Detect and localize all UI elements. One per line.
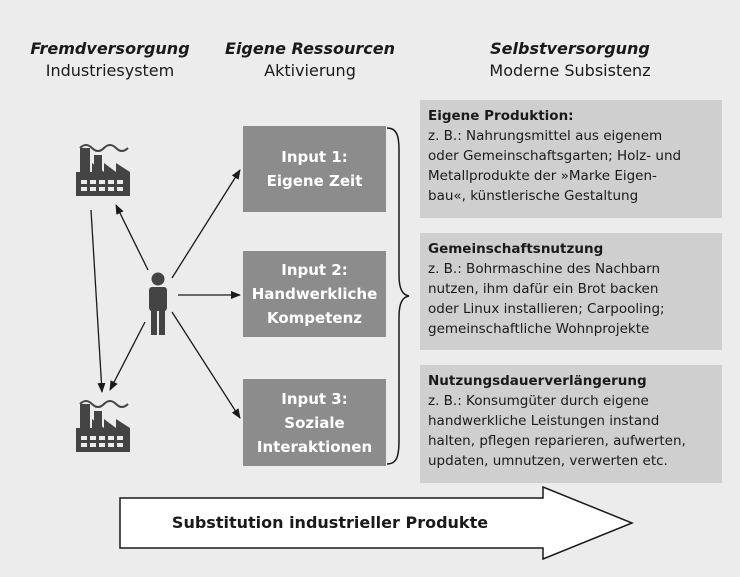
outcome-line: bau«, künstlerische Gestaltung (428, 188, 639, 204)
arrow-factory-down (90, 209, 106, 393)
outcome-line: Metallprodukte der »Marke Eigen- (428, 168, 657, 184)
heading-subtitle: Industriesystem (45, 61, 175, 80)
outcome-title: Nutzungsdauerverlängerung (428, 373, 647, 389)
outcome-line: handwerkliche Leistungen instand (428, 413, 660, 429)
outcome-line: gemeinschaftliche Wohnprojekte (428, 321, 650, 337)
heading-title: Selbstversorgung (490, 39, 650, 58)
input-text: Eigene Zeit (266, 172, 363, 190)
input-box-eigene-zeit: Input 1: Eigene Zeit (243, 126, 386, 212)
input-label: Input 1: (281, 148, 348, 166)
outcome-line: nutzen, ihm dafür ein Brot backen (428, 281, 659, 297)
heading-subtitle: Aktivierung (264, 61, 356, 80)
arrow-to-input-3 (171, 311, 241, 419)
heading-title: Eigene Ressourcen (225, 39, 395, 58)
arrow-person-to-top-factory (115, 204, 149, 271)
factory-icon (76, 144, 130, 196)
input-label: Input 2: (281, 261, 348, 279)
person-icon (149, 272, 167, 335)
heading-fremdversorgung: Fremdversorgung Industriesystem (20, 38, 200, 82)
heading-subtitle: Moderne Subsistenz (489, 61, 651, 80)
substitution-arrow-label: Substitution industrieller Produkte (171, 513, 489, 532)
outcome-line: oder Gemeinschaftsgarten; Holz- und (428, 148, 682, 164)
outcome-line: halten, pflegen reparieren, aufwerten, (428, 433, 686, 449)
input-label: Input 3: (281, 389, 348, 408)
outcome-line: updaten, umnutzen, verwerten etc. (428, 453, 668, 469)
heading-selbstversorgung: Selbstversorgung Moderne Subsistenz (440, 38, 700, 82)
outcome-title: Eigene Produktion: (428, 108, 574, 124)
input-text: Handwerkliche (251, 285, 378, 303)
input-text: Interaktionen (256, 437, 373, 456)
input-text: Kompetenz (267, 309, 362, 327)
input-text: Soziale (284, 413, 345, 432)
arrow-to-input-1 (171, 169, 241, 279)
heading-eigene-ressourcen: Eigene Ressourcen Aktivierung (210, 38, 410, 82)
heading-title: Fremdversorgung (30, 39, 190, 58)
outcome-line: z. B.: Bohrmaschine des Nachbarn (428, 261, 661, 277)
outcome-line: z. B.: Nahrungsmittel aus eigenem (428, 128, 663, 144)
outcome-title: Gemeinschaftsnutzung (428, 241, 604, 257)
outcome-line: z. B.: Konsumgüter durch eigene (428, 393, 649, 409)
arrow-person-to-bottom-factory (109, 321, 146, 391)
outcome-box-gemeinschaftsnutzung: Gemeinschaftsnutzung z. B.: Bohrmaschine… (420, 233, 722, 350)
input-box-soziale-interaktionen: Input 3: Soziale Interaktionen (243, 379, 386, 466)
curly-brace (386, 127, 410, 465)
factory-icon (76, 400, 130, 452)
outcome-box-eigene-produktion: Eigene Produktion: z. B.: Nahrungsmittel… (420, 100, 722, 218)
outcome-box-nutzungsdauerverlaengerung: Nutzungsdauerverlängerung z. B.: Konsumg… (420, 365, 722, 483)
input-box-handwerkliche-kompetenz: Input 2: Handwerkliche Kompetenz (243, 251, 386, 337)
outcome-line: oder Linux installieren; Carpooling; (428, 301, 665, 317)
